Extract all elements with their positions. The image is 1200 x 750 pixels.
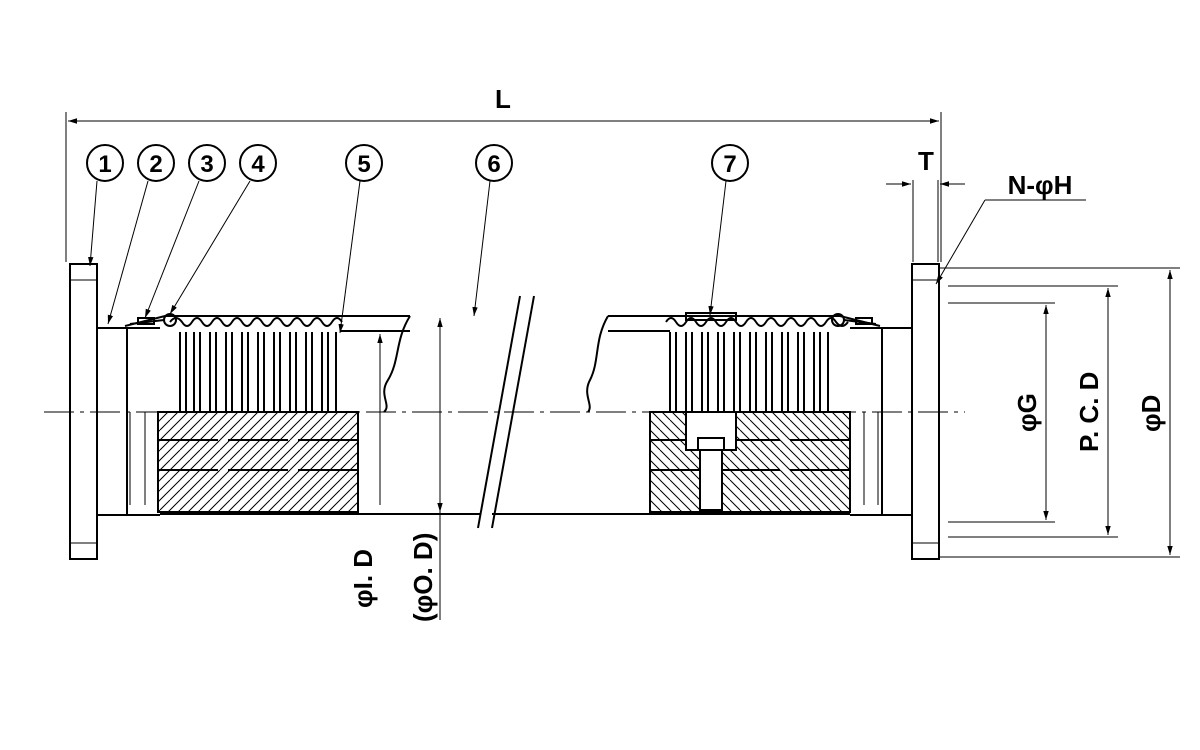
- svg-text:4: 4: [251, 151, 265, 178]
- right-bellows: [665, 312, 877, 412]
- balloon-3: 3: [144, 144, 226, 319]
- balloon-2: 2: [107, 144, 175, 325]
- flange-dimensions: φG P. C. D φD: [940, 267, 1180, 558]
- thickness-dimension: T: [886, 146, 965, 262]
- svg-text:5: 5: [357, 151, 370, 178]
- balloon-7: 7: [708, 144, 749, 316]
- bolt-holes-label: N-φH: [1008, 170, 1073, 200]
- flange-od-label: φD: [1136, 395, 1166, 432]
- balloon-1: 1: [86, 144, 124, 267]
- svg-text:3: 3: [200, 151, 213, 178]
- svg-text:6: 6: [487, 151, 500, 178]
- svg-text:7: 7: [723, 151, 736, 178]
- right-braid: [649, 411, 851, 513]
- length-dimension: L: [65, 84, 942, 262]
- left-braid: [157, 411, 359, 513]
- balloon-6: 6: [472, 144, 513, 317]
- thickness-label: T: [918, 146, 934, 176]
- length-label: L: [495, 84, 511, 114]
- svg-text:2: 2: [149, 151, 162, 178]
- bolt-hole-callout: N-φH: [935, 170, 1086, 285]
- balloon-5: 5: [338, 144, 383, 334]
- id-od-dimensions: φI. D (φO. D): [348, 318, 443, 622]
- gasket-dia-label: φG: [1012, 393, 1042, 432]
- svg-text:1: 1: [98, 151, 111, 178]
- outer-dia-label: (φO. D): [408, 533, 438, 622]
- balloon-4: 4: [169, 144, 277, 315]
- inner-dia-label: φI. D: [348, 549, 378, 608]
- pcd-label: P. C. D: [1074, 372, 1104, 452]
- left-bellows: [129, 313, 343, 412]
